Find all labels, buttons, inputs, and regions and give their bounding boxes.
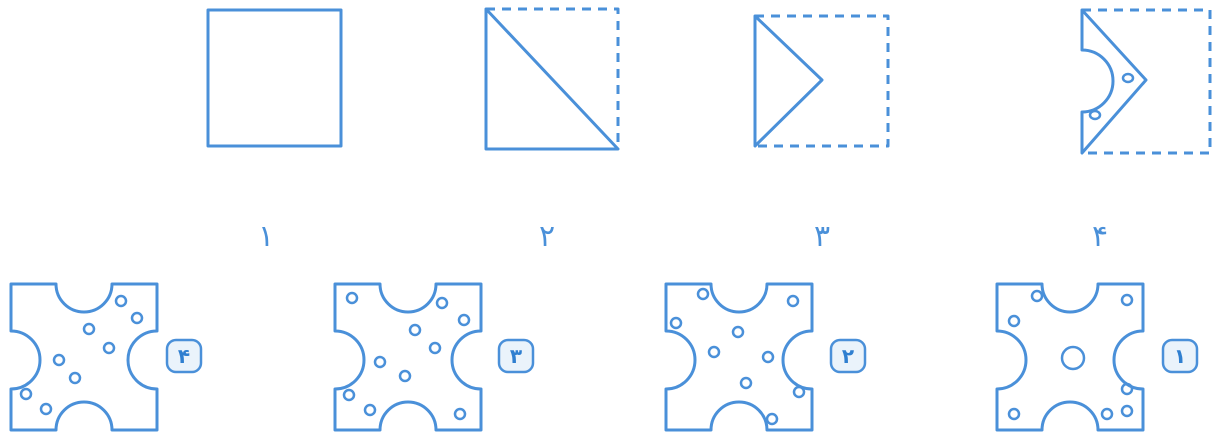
option-4-shape[interactable] <box>9 282 159 432</box>
step-2-diagonal-fold <box>484 7 620 151</box>
option-3-label: ۳ <box>510 344 522 368</box>
option-4-badge[interactable]: ۴ <box>165 338 203 374</box>
option-3-shape[interactable] <box>333 282 483 432</box>
option-1-label: ۱ <box>1174 344 1186 368</box>
option-4-label: ۴ <box>178 344 190 368</box>
step-label-2: ۲ <box>539 219 555 254</box>
option-2-badge[interactable]: ۲ <box>829 338 867 374</box>
step-label-4: ۴ <box>1092 219 1108 254</box>
step-label-3: ۳ <box>814 219 830 254</box>
step-1-square <box>206 8 343 148</box>
option-1-badge[interactable]: ۱ <box>1161 338 1199 374</box>
step-label-1: ۱ <box>258 219 274 254</box>
step-4-cut-punched <box>1080 8 1212 155</box>
option-3-badge[interactable]: ۳ <box>497 338 535 374</box>
option-2-shape[interactable] <box>664 282 814 432</box>
option-1-shape[interactable] <box>995 282 1145 432</box>
step-3-triangle-fold <box>753 14 890 148</box>
option-2-label: ۲ <box>842 344 854 368</box>
folding-steps <box>206 7 1212 155</box>
